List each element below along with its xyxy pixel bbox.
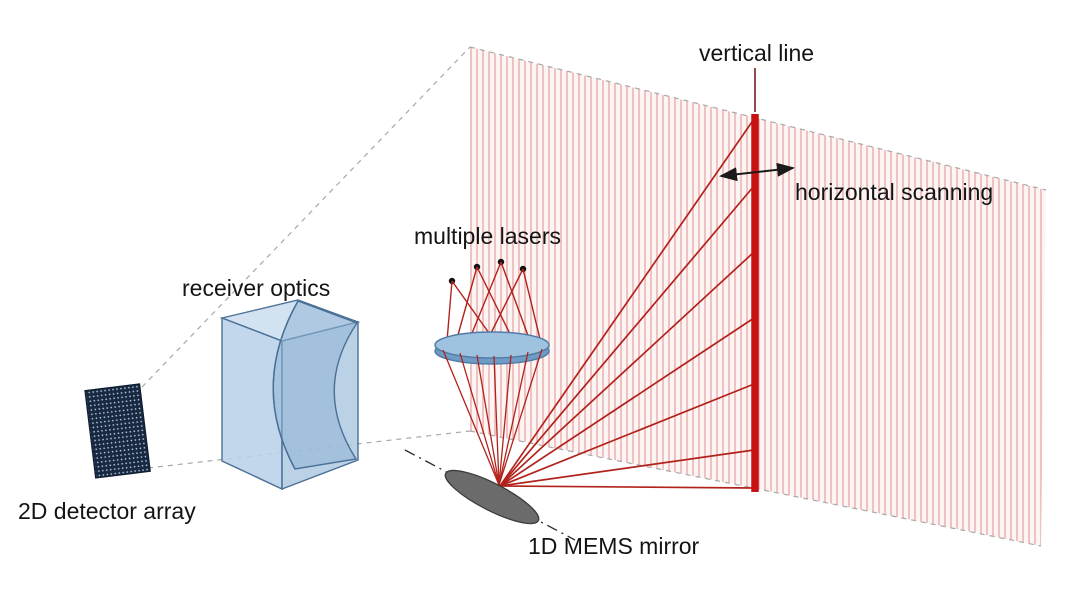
laser-beam [442,349,500,486]
scan-beam [499,449,755,487]
laser-beam [522,268,541,340]
laser-beam [500,261,531,342]
label-mems-mirror: 1D MEMS mirror [528,533,700,559]
laser-beam [485,268,524,344]
scan-beam [499,485,755,489]
mirror-ellipse [444,469,540,525]
scan-beam [499,251,755,487]
laser-beam [455,266,478,343]
optics-lens-curve [272,300,299,470]
detector-array [84,383,151,479]
fov-line-top-left [141,46,471,388]
laser-beam [476,266,515,343]
laser-beam [498,351,529,486]
label-receiver-optics: receiver optics [182,275,331,301]
label-multiple-lasers: multiple lasers [414,223,561,249]
laser-beam [446,280,453,342]
laser-beam [493,355,500,486]
lens-disc-top [434,331,550,359]
laser-beam [498,354,512,486]
laser-beams-lower [442,348,543,486]
receiver-optics [219,299,361,491]
laser-lens-disc [434,331,550,365]
plane-top-edge [469,46,1047,191]
scan-beam [499,317,755,487]
scan-beam-fan [499,118,755,489]
label-detector-array: 2D detector array [18,498,196,524]
label-horizontal-scanning: horizontal scanning [795,179,994,205]
label-vertical-line: vertical line [699,40,815,66]
horizontal-scan-arrow [719,162,795,182]
laser-beam [498,348,543,486]
laser-beam [459,352,500,486]
double-arrow-icon [719,162,795,182]
laser-beam [476,354,500,486]
scan-beam [499,383,755,487]
mems-mirror [404,449,576,541]
detector-array-chip [84,383,151,479]
scan-beam [499,118,755,487]
laser-beam [467,261,502,344]
scan-beam [499,185,755,487]
optics-front-face [221,316,283,491]
